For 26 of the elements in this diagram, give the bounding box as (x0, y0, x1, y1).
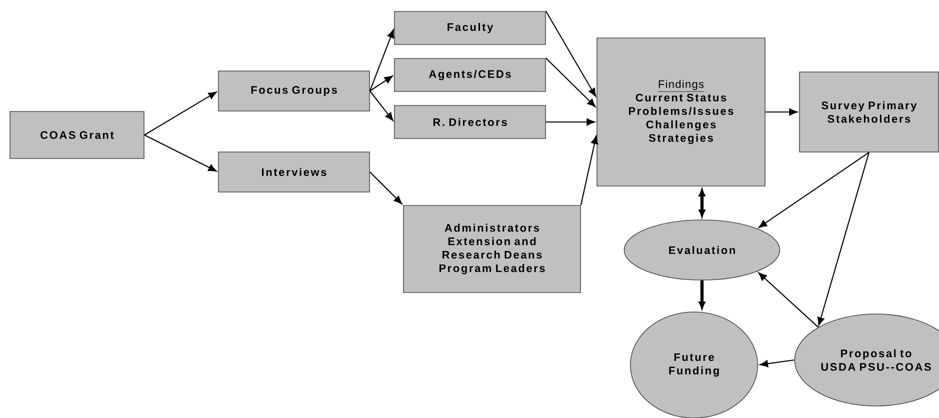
process-box: Faculty (394, 11, 546, 45)
arrow (817, 152, 870, 326)
arrow (370, 76, 393, 92)
arrow (369, 90, 394, 121)
arrow (698, 280, 706, 309)
process-box: Findings Current Status Problems/Issues Challenges Strategies (596, 38, 766, 186)
process-box: COAS Grant (10, 111, 144, 159)
process-box: Administrators Extension and Research Deans Program Leaders (403, 205, 581, 293)
arrow (758, 272, 819, 328)
arrow (545, 10, 596, 97)
arrow (546, 118, 596, 126)
arrow (369, 29, 394, 92)
process-box: Agents/CEDs (394, 58, 546, 92)
arrow (370, 172, 402, 204)
arrow (580, 136, 598, 206)
process-box: Survey Primary Stakeholders (799, 72, 939, 152)
process-box: Focus Groups (218, 70, 370, 112)
process-box: R. Directors (394, 105, 546, 139)
arrow (765, 108, 798, 116)
arrow (698, 189, 706, 217)
arrow (546, 58, 596, 108)
process-box: Interviews (218, 152, 370, 192)
arrow (144, 92, 217, 136)
arrow (760, 359, 794, 368)
arrow (144, 134, 217, 172)
arrow (758, 152, 870, 228)
